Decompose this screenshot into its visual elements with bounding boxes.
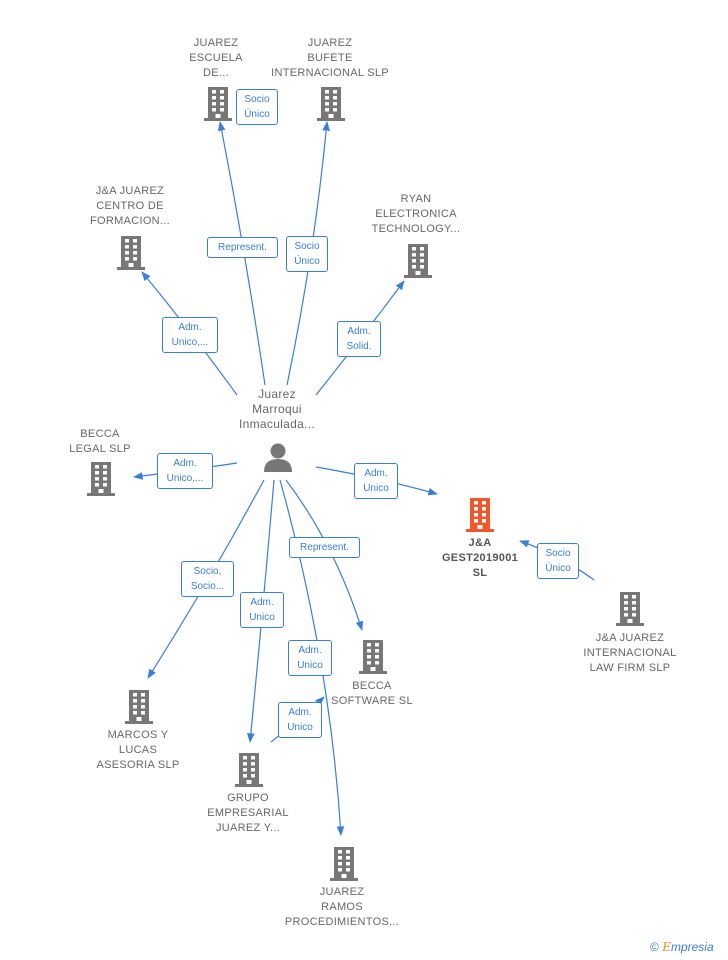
- building-icon[interactable]: [465, 496, 495, 537]
- company-label-ramos[interactable]: JUAREZ RAMOS PROCEDIMIENTOS...: [284, 886, 400, 928]
- company-label-ja-gest[interactable]: J&A GEST2019001 SL: [441, 537, 519, 579]
- relation-ryan[interactable]: Adm. Solid.: [337, 321, 381, 357]
- person-icon[interactable]: [262, 442, 294, 472]
- company-label-ja-centro[interactable]: J&A JUAREZ CENTRO DE FORMACION...: [90, 185, 170, 227]
- building-icon[interactable]: [234, 751, 264, 792]
- building-icon[interactable]: [316, 85, 346, 126]
- building-icon[interactable]: [615, 590, 645, 631]
- building-icon[interactable]: [203, 85, 233, 126]
- building-icon[interactable]: [86, 460, 116, 501]
- building-icon[interactable]: [329, 845, 359, 886]
- building-icon[interactable]: [124, 688, 154, 729]
- company-label-ja-law[interactable]: J&A JUAREZ INTERNACIONAL LAW FIRM SLP: [583, 632, 677, 674]
- company-label-becca-software[interactable]: BECCA SOFTWARE SL: [331, 680, 413, 707]
- relation-gest[interactable]: Adm. Unico: [354, 463, 398, 499]
- relation-marcos[interactable]: Socio, Socio...: [181, 561, 234, 597]
- relation-grupo-ramos[interactable]: Adm. Unico: [278, 702, 322, 738]
- relation-centro[interactable]: Adm. Unico,...: [162, 317, 218, 353]
- company-label-juarez-escuela[interactable]: JUAREZ ESCUELA DE...: [189, 37, 243, 79]
- company-label-marcos[interactable]: MARCOS Y LUCAS ASESORIA SLP: [96, 729, 180, 771]
- building-icon[interactable]: [403, 242, 433, 283]
- relation-becca-legal[interactable]: Adm. Unico,...: [157, 453, 213, 489]
- relation-grupo[interactable]: Adm. Unico: [240, 592, 284, 628]
- company-label-grupo[interactable]: GRUPO EMPRESARIAL JUAREZ Y...: [207, 792, 289, 834]
- company-label-becca-legal[interactable]: BECCA LEGAL SLP: [69, 428, 131, 455]
- relation-escuela[interactable]: Socio Único: [236, 89, 278, 125]
- company-label-ryan[interactable]: RYAN ELECTRONICA TECHNOLOGY...: [371, 193, 461, 235]
- person-label[interactable]: Juarez Marroqui Inmaculada...: [239, 387, 315, 431]
- relation-represent-software[interactable]: Represent.: [289, 537, 360, 558]
- empresia-logo: © Empresia: [650, 940, 714, 954]
- relation-bufete[interactable]: Socio Único: [286, 236, 328, 272]
- company-label-juarez-bufete[interactable]: JUAREZ BUFETE INTERNACIONAL SLP: [271, 37, 389, 79]
- building-icon[interactable]: [116, 234, 146, 275]
- building-icon[interactable]: [358, 638, 388, 679]
- relation-law[interactable]: Socio Único: [537, 543, 579, 579]
- relation-ramos[interactable]: Adm. Unico: [288, 640, 332, 676]
- relation-represent-escuela[interactable]: Represent.: [207, 237, 278, 258]
